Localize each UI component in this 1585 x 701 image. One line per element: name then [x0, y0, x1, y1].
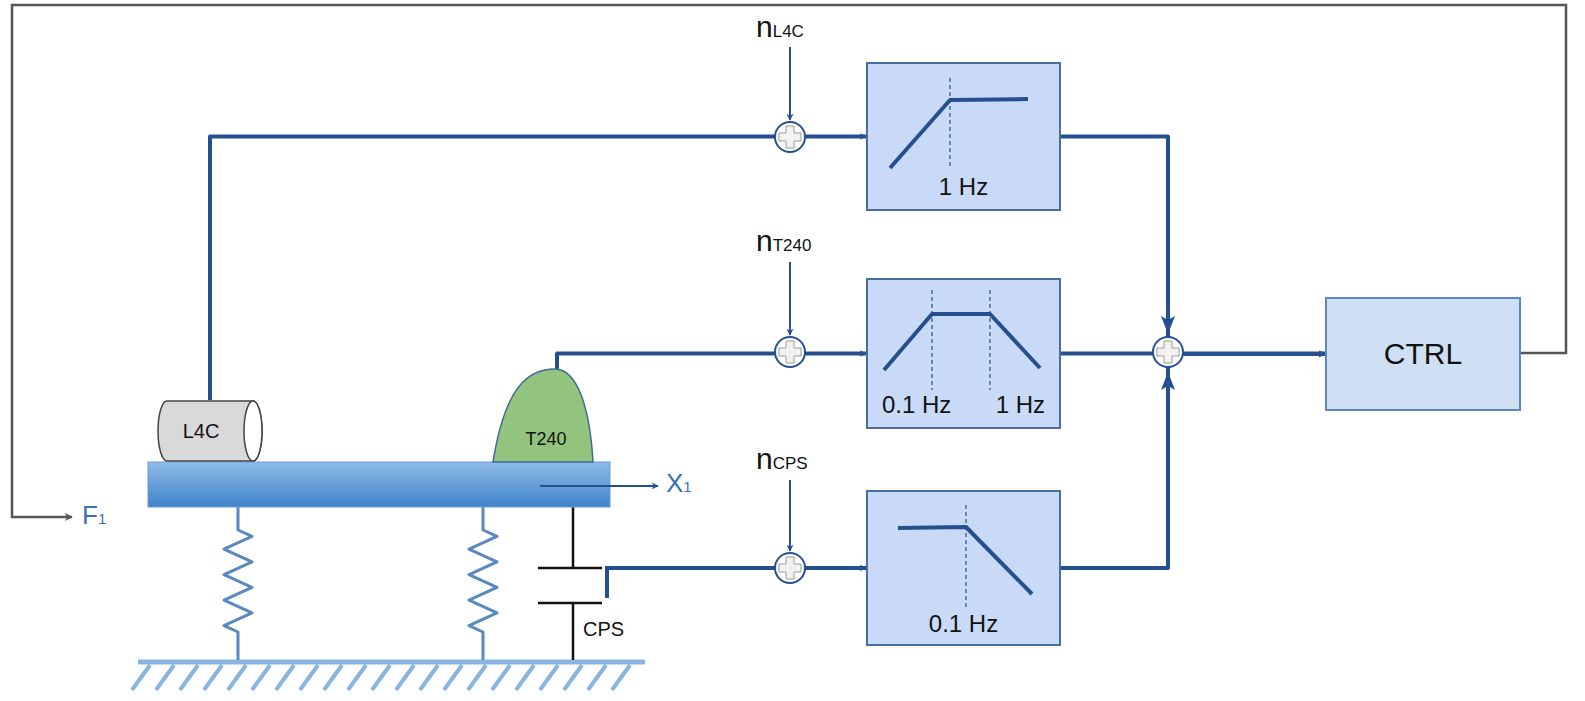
frequency-label: 0.1 Hz — [929, 610, 998, 638]
sensor-wire — [607, 568, 866, 598]
ground-hatch — [156, 665, 174, 690]
controller-box: CTRL — [1325, 297, 1521, 411]
ground-hatch — [300, 665, 318, 690]
frequency-label: 1 Hz — [996, 391, 1045, 419]
signal-connector — [210, 137, 866, 401]
filter-box: 1 Hz — [866, 62, 1061, 211]
ground-hatch — [372, 665, 390, 690]
ground-hatch — [420, 665, 438, 690]
summing-junction — [775, 337, 805, 367]
signal-connector — [1061, 354, 1325, 568]
ground-hatch — [228, 665, 246, 690]
ground-hatch — [612, 665, 630, 690]
ground-hatch — [396, 665, 414, 690]
ground — [132, 662, 645, 690]
ground-hatch — [588, 665, 606, 690]
spring-symbol — [224, 507, 252, 660]
ground-hatch — [348, 665, 366, 690]
direction-arrow — [540, 485, 658, 487]
signal-connector — [557, 354, 866, 371]
signal-connector — [1061, 137, 1325, 355]
summing-junction — [775, 122, 805, 152]
summing-junction — [775, 553, 805, 583]
frequency-label: 1 Hz — [939, 173, 988, 201]
ground-hatch — [276, 665, 294, 690]
ground-hatch — [180, 665, 198, 690]
ground-hatch — [516, 665, 534, 690]
noise-label: nL4C — [756, 10, 804, 44]
frequency-label: 0.1 Hz — [882, 391, 951, 419]
sensor-cylinder: L4C — [157, 400, 263, 462]
ground-hatch — [540, 665, 558, 690]
ground-hatch — [204, 665, 222, 690]
node-label: L4C — [183, 420, 220, 443]
node-label: CTRL — [1384, 337, 1462, 371]
platform — [148, 462, 610, 507]
spring-symbol — [224, 507, 497, 660]
signal-label: X1 — [666, 468, 692, 499]
ground-hatch — [324, 665, 342, 690]
spring-symbol — [469, 507, 497, 660]
noise-label: nT240 — [756, 224, 811, 258]
ground-hatch — [492, 665, 510, 690]
feedback-wire — [12, 5, 1566, 517]
summing-junction — [1153, 337, 1183, 367]
noise-label: nCPS — [756, 442, 808, 476]
ground-hatch — [132, 665, 150, 690]
signal-label: F1 — [82, 500, 106, 531]
ground-hatch — [252, 665, 270, 690]
ground-hatch — [444, 665, 462, 690]
sensor-label: CPS — [583, 618, 624, 641]
filter-box: 0.1 Hz 1 Hz — [866, 278, 1061, 429]
sensor-dome: T240 — [493, 368, 593, 462]
node-label: T240 — [525, 429, 566, 450]
ground-hatch — [468, 665, 486, 690]
ground-hatch — [564, 665, 582, 690]
filter-box: 0.1 Hz — [866, 490, 1061, 646]
